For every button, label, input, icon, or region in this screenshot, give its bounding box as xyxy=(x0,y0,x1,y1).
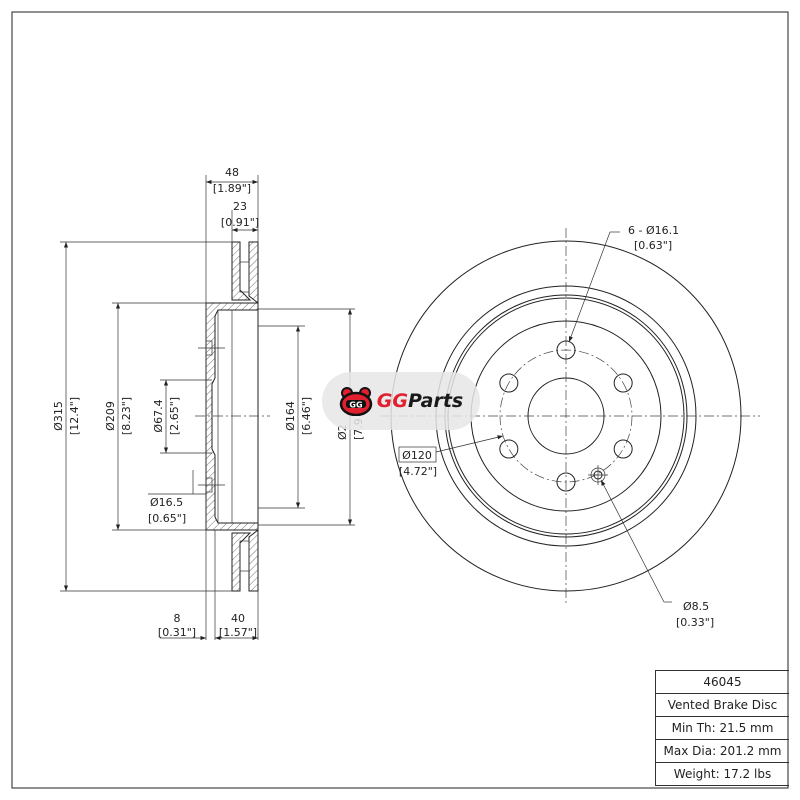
dim-stud-hole: Ø16.5 xyxy=(150,496,183,509)
logo-parts: Parts xyxy=(407,390,464,412)
bolt-circle-label-in: [4.72"] xyxy=(399,465,437,478)
dim-hat-depth: 40 xyxy=(231,612,245,625)
logo-gg: GG xyxy=(376,390,408,412)
small-hole-label-in: [0.33"] xyxy=(676,616,714,629)
min-thickness: Min Th: 21.5 mm xyxy=(656,717,789,740)
brand-logo: GG GGParts xyxy=(322,372,480,430)
bolt-hole xyxy=(613,439,633,459)
bolt-hole xyxy=(499,439,519,459)
dim-hat-thickness: 8 xyxy=(174,612,181,625)
dim-outer-dia: Ø315 xyxy=(52,401,65,431)
part-number: 46045 xyxy=(656,670,789,694)
dim-center-bore: Ø67.4 xyxy=(152,399,165,432)
bolt-holes-label: 6 - Ø16.1 xyxy=(628,224,679,237)
dim-center-bore-in: [2.65"] xyxy=(168,397,181,435)
small-hole-label: Ø8.5 xyxy=(683,600,709,613)
dim-rotor-thickness: 23 xyxy=(233,200,247,213)
weight: Weight: 17.2 lbs xyxy=(656,763,789,786)
dim-stud-hole-in: [0.65"] xyxy=(148,512,186,525)
dim-inner-dia: Ø164 xyxy=(284,401,297,431)
dim-hat-thickness-in: [0.31"] xyxy=(158,626,196,639)
bolt-hole xyxy=(556,472,576,492)
part-type: Vented Brake Disc xyxy=(656,694,789,717)
bolt-circle xyxy=(499,349,633,483)
center-bore xyxy=(527,377,605,455)
bolt-hole xyxy=(556,340,576,360)
dim-total-width-in: [1.89"] xyxy=(213,182,251,195)
front-view: 6 - Ø16.1 [0.63"] Ø120 [4.72"] Ø8.5 [0.3… xyxy=(380,224,760,629)
dim-hat-dia-in: [8.23"] xyxy=(120,397,133,435)
spec-table: 46045 Vented Brake Disc Min Th: 21.5 mm … xyxy=(655,670,789,786)
bolt-hole xyxy=(613,373,633,393)
dim-total-width: 48 xyxy=(225,166,239,179)
svg-text:GG: GG xyxy=(349,401,362,410)
side-section-view: 48 [1.89"] 23 [0.91"] Ø315 [12.4"] Ø209 … xyxy=(52,166,365,641)
sheet-border xyxy=(11,11,789,789)
bolt-holes-label-in: [0.63"] xyxy=(634,239,672,252)
dim-outer-dia-in: [12.4"] xyxy=(68,397,81,435)
dim-rotor-thickness-in: [0.91"] xyxy=(221,216,259,229)
max-diameter: Max Dia: 201.2 mm xyxy=(656,740,789,763)
gg-mascot-icon: GG xyxy=(339,387,372,416)
dim-hat-depth-in: [1.57"] xyxy=(219,626,257,639)
bolt-circle-label: Ø120 xyxy=(402,449,432,462)
dim-inner-dia-in: [6.46"] xyxy=(300,397,313,435)
bolt-hole xyxy=(499,373,519,393)
dim-hat-dia: Ø209 xyxy=(104,401,117,431)
